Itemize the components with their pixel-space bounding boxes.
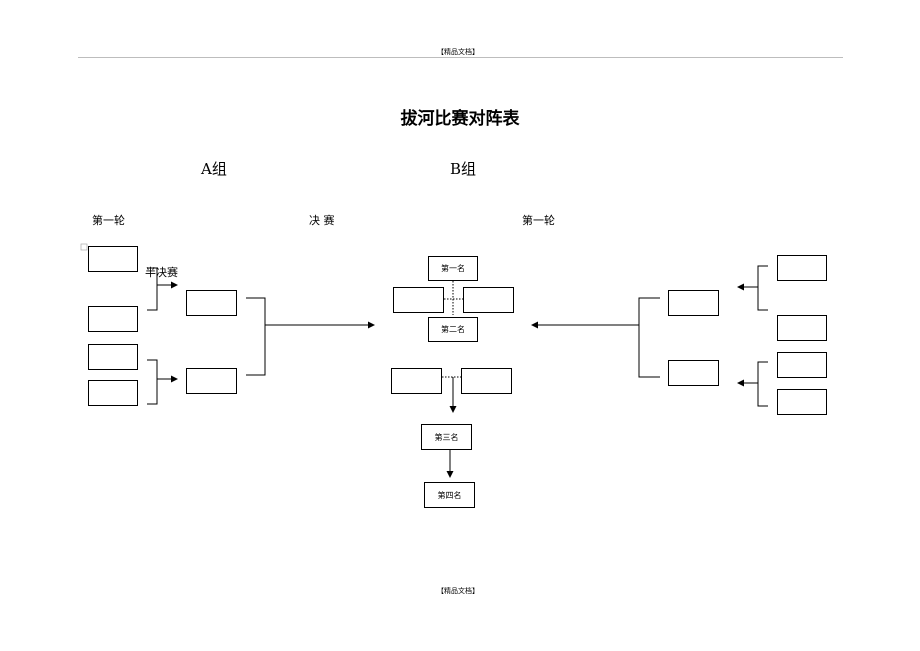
left-team-slot-1: [88, 246, 138, 272]
group-a-label: A组: [201, 160, 227, 178]
final-slot-right: [463, 287, 514, 313]
rank-fourth-box: 第四名: [424, 482, 475, 508]
final-slot-left: [393, 287, 444, 313]
right-team-slot-2: [777, 315, 827, 341]
third-place-slot-right: [461, 368, 512, 394]
rank-second-box: 第二名: [428, 317, 478, 342]
round-label-first-right: 第一轮: [522, 214, 555, 227]
rank-third-box: 第三名: [421, 424, 472, 450]
round-label-first-left: 第一轮: [92, 214, 125, 227]
left-team-slot-3: [88, 344, 138, 370]
right-semifinal-slot-2: [668, 360, 719, 386]
third-place-slot-left: [391, 368, 442, 394]
left-team-slot-4: [88, 380, 138, 406]
rank-first-box: 第一名: [428, 256, 478, 281]
right-team-slot-1: [777, 255, 827, 281]
round-label-final: 决 赛: [309, 214, 335, 227]
right-team-slot-3: [777, 352, 827, 378]
round-label-semifinal: 半决赛: [145, 266, 178, 279]
page-title: 拔河比赛对阵表: [400, 109, 520, 129]
left-semifinal-slot-2: [186, 368, 237, 394]
right-semifinal-slot-1: [668, 290, 719, 316]
footer-tag: 【精品文档】: [437, 587, 479, 595]
left-team-slot-2: [88, 306, 138, 332]
group-b-label: B组: [450, 160, 477, 178]
header-divider: [78, 57, 843, 58]
right-team-slot-4: [777, 389, 827, 415]
header-tag: 【精品文档】: [437, 48, 479, 56]
left-semifinal-slot-1: [186, 290, 237, 316]
